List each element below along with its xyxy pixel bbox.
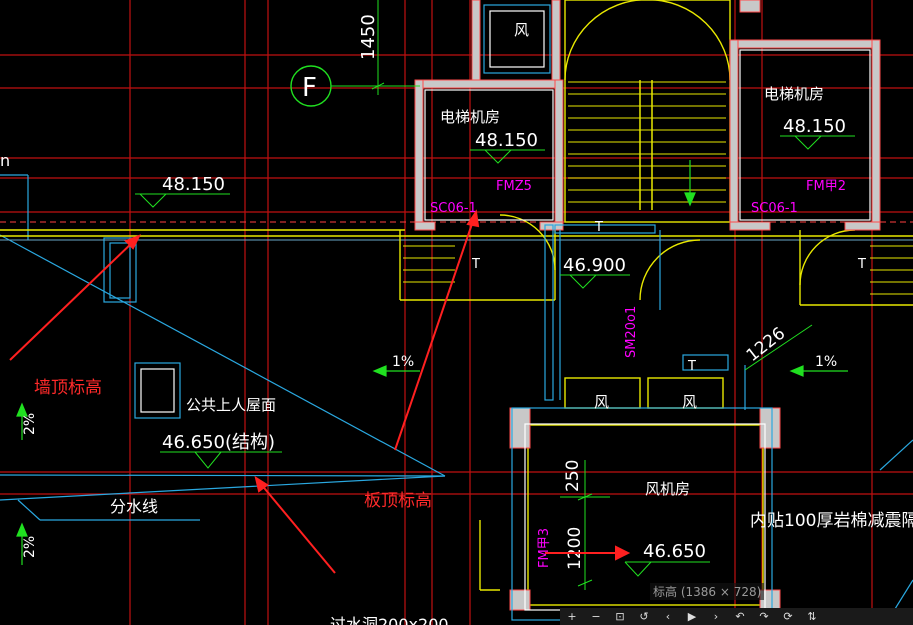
dimension-side-1: 250 [563,460,583,492]
marker-t3: T [857,257,866,272]
building-outlines [0,0,913,606]
wind-right-label: 风 [682,393,697,411]
slope-arrows [16,160,848,565]
left-edge-text: n [0,151,10,170]
door-code-sc-left: SC06-1 [430,201,477,216]
slope-vert-2: 2% [22,536,38,558]
rotate-left-icon[interactable]: ↺ [639,610,649,623]
minus-icon[interactable]: − [591,610,601,623]
slope-mid: 1% [392,354,414,370]
marker-t1: T [594,220,603,235]
slope-vert-1: 2% [22,413,38,435]
roof-slope-lines [0,174,913,625]
add-icon[interactable]: + [567,610,577,623]
slope-right: 1% [815,354,837,370]
dimension-top-text: 1450 [358,14,379,60]
walls [414,0,881,611]
annotation-arrows [9,209,631,574]
annotation-slab-top: 板顶标高 [364,491,432,511]
prev-icon[interactable]: ‹ [665,610,671,623]
next-icon[interactable]: › [713,610,719,623]
marker-t2: T [471,257,480,272]
elev-46650-struct: 46.650(结构) [162,432,275,453]
redo-icon[interactable]: ↷ [759,610,769,623]
room-outlines [134,4,871,621]
more-icon[interactable]: ⇅ [807,610,817,623]
insulation-note: 内贴100厚岩棉减震隔 [750,511,913,531]
viewer-toolbar[interactable]: + − ⊡ ↺ ‹ ▶ › ↶ ↷ ⟳ ⇅ [560,608,913,625]
door-code-fmjia2: FM甲2 [806,179,846,194]
dimension-fan-room [560,460,610,590]
door-code-sm: SM20o1 [624,306,639,358]
elevation-symbols [135,135,855,577]
elev-48150-right-room: 48.150 [783,116,846,137]
elev-46900: 46.900 [563,255,626,276]
status-tooltip: 标高 (1386 × 728) [650,583,765,600]
elev-48150-roof: 48.150 [162,174,225,195]
room-elevator-left: 电梯机房 [440,108,500,126]
dimension-diag-line [744,324,813,371]
wind-left-label: 风 [594,393,609,411]
elev-48150-left-room: 48.150 [475,130,538,151]
grid-axis-label: F [302,73,317,103]
wind-top-label: 风 [514,21,529,39]
stair-treads [403,80,913,295]
watershed-label: 分水线 [110,497,158,516]
room-fan: 风机房 [645,480,690,498]
room-public-roof: 公共上人屋面 [186,396,276,414]
dimension-diag-text: 1226 [743,324,789,366]
annotation-wall-top: 墙顶标高 [34,378,102,398]
bottom-note: 过水洞200x200 [330,615,449,625]
dimension-side-2: 1200 [565,527,585,570]
fit-icon[interactable]: ⊡ [615,610,625,623]
dimension-1450 [371,0,385,95]
door-code-fmjia3: FM甲3 [537,528,552,568]
play-icon[interactable]: ▶ [687,610,697,623]
door-code-fmz5: FMZ5 [496,179,532,194]
refresh-icon[interactable]: ⟳ [783,610,793,623]
door-code-sc-right: SC06-1 [751,201,798,216]
elev-46650-fan: 46.650 [643,541,706,562]
room-elevator-right: 电梯机房 [764,85,824,103]
marker-t4: T [687,359,696,374]
undo-icon[interactable]: ↶ [735,610,745,623]
